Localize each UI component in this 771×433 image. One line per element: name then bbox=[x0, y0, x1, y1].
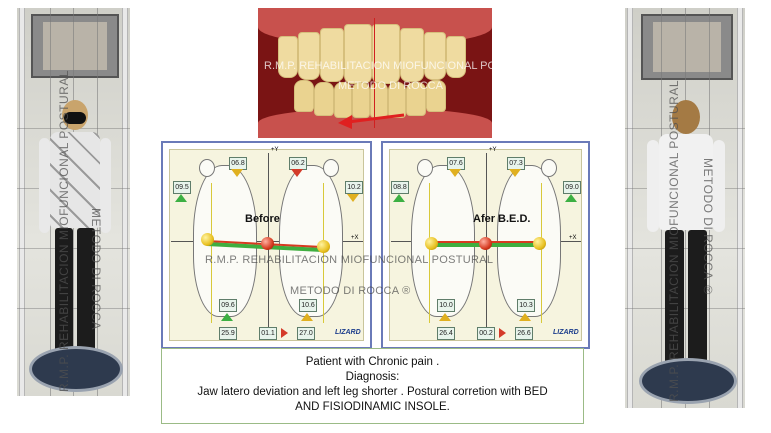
center-watermark-method: METODO DI ROCCA ® bbox=[290, 285, 411, 297]
caption-line-4: AND FISIODINAMIC INSOLE. bbox=[295, 401, 450, 413]
face-blur bbox=[64, 112, 86, 124]
posture-mirror-back bbox=[641, 14, 733, 80]
person-arm-right bbox=[100, 138, 111, 233]
teeth-watermark-2: METODO DI ROCCA bbox=[338, 80, 443, 92]
after-side-right-value: 09.0 bbox=[563, 181, 581, 194]
diagnosis-caption: Patient with Chronic pain . Diagnosis: J… bbox=[161, 348, 584, 424]
before-top-right-value: 06.2 bbox=[289, 157, 307, 170]
before-right-foot bbox=[279, 165, 343, 317]
right-posture-photo: R.M.P. REHABILITACION MIOFUNCIONAL POSTU… bbox=[625, 8, 745, 408]
before-x-axis-label: +X bbox=[351, 235, 359, 241]
before-bottom-right-value: 10.6 bbox=[299, 299, 317, 312]
after-right-ball bbox=[533, 237, 546, 250]
before-label: Before bbox=[245, 213, 280, 225]
watermark-left-1: R.M.P. REHABILITACION MIOFUNCIONAL POSTU… bbox=[57, 70, 71, 392]
after-bottom-right-value: 10.3 bbox=[517, 299, 535, 312]
after-left-ball bbox=[425, 237, 438, 250]
before-footer-right-value: 27.0 bbox=[297, 327, 315, 340]
caption-line-3: Jaw latero deviation and left leg shorte… bbox=[197, 386, 548, 398]
before-top-left-value: 06.8 bbox=[229, 157, 247, 170]
after-bottom-left-value: 10.0 bbox=[437, 299, 455, 312]
teeth-watermark-1: R.M.P. REHABILITACION MIOFUNCIONAL POSTU… bbox=[264, 60, 492, 72]
before-lizard-logo: LIZARD bbox=[335, 329, 361, 336]
after-center-ball bbox=[479, 237, 492, 250]
caption-line-1: Patient with Chronic pain . bbox=[305, 356, 440, 368]
before-center-ball bbox=[261, 237, 274, 250]
before-foot-chart: +Y +X 06.8 06.2 09.5 10.2 Before 09.6 10… bbox=[161, 141, 372, 349]
watermark-left-2: METODO DI ROCCA bbox=[89, 208, 103, 330]
person-head-back bbox=[672, 100, 700, 134]
teeth-photo: R.M.P. REHABILITACION MIOFUNCIONAL POSTU… bbox=[258, 8, 492, 138]
after-y-axis-label: +Y bbox=[489, 147, 497, 153]
posture-platform bbox=[29, 346, 123, 392]
person-torso-argyle bbox=[50, 132, 100, 228]
after-footer-right-value: 26.6 bbox=[515, 327, 533, 340]
deviation-arrow bbox=[338, 113, 405, 129]
person-torso-back bbox=[659, 134, 713, 230]
person-leg-left bbox=[55, 228, 73, 363]
after-x-axis-label: +X bbox=[569, 235, 577, 241]
before-y-axis-label: +Y bbox=[271, 147, 279, 153]
midline bbox=[374, 18, 375, 128]
before-bottom-left-value: 09.6 bbox=[219, 299, 237, 312]
caption-line-2: Diagnosis: bbox=[345, 371, 400, 383]
after-lizard-logo: LIZARD bbox=[553, 329, 579, 336]
before-footer-mid-value: 01.1 bbox=[259, 327, 277, 340]
before-side-left-value: 09.5 bbox=[173, 181, 191, 194]
center-watermark-full: R.M.P. REHABILITACION MIOFUNCIONAL POSTU… bbox=[205, 254, 494, 266]
before-right-ball bbox=[317, 240, 330, 253]
watermark-right-2: METODO DI ROCCA ® bbox=[701, 158, 715, 298]
person-leg-back-left bbox=[665, 230, 684, 370]
after-foot-chart: +Y +X 07.6 07.3 08.8 09.0 Afer B.E.D. 10… bbox=[381, 141, 590, 349]
before-side-right-value: 10.2 bbox=[345, 181, 363, 194]
after-footer-mid-value: 00.2 bbox=[477, 327, 495, 340]
frame-post-left bbox=[19, 8, 25, 396]
posture-platform-back bbox=[639, 358, 737, 404]
person-leg-right bbox=[77, 228, 95, 363]
after-footer-left-value: 26.4 bbox=[437, 327, 455, 340]
after-side-left-value: 08.8 bbox=[391, 181, 409, 194]
posture-mirror bbox=[31, 14, 119, 78]
after-label: Afer B.E.D. bbox=[473, 213, 531, 225]
before-footer-left-value: 25.9 bbox=[219, 327, 237, 340]
person-arm-left bbox=[39, 138, 50, 233]
person-leg-back-right bbox=[688, 230, 707, 370]
left-posture-photo: R.M.P. REHABILITACION MIOFUNCIONAL POSTU… bbox=[17, 8, 130, 396]
frame-post-right bbox=[122, 8, 128, 396]
before-left-ball bbox=[201, 233, 214, 246]
watermark-right-1: R.M.P. REHABILITACION MIOFUNCIONAL POSTU… bbox=[667, 80, 681, 402]
